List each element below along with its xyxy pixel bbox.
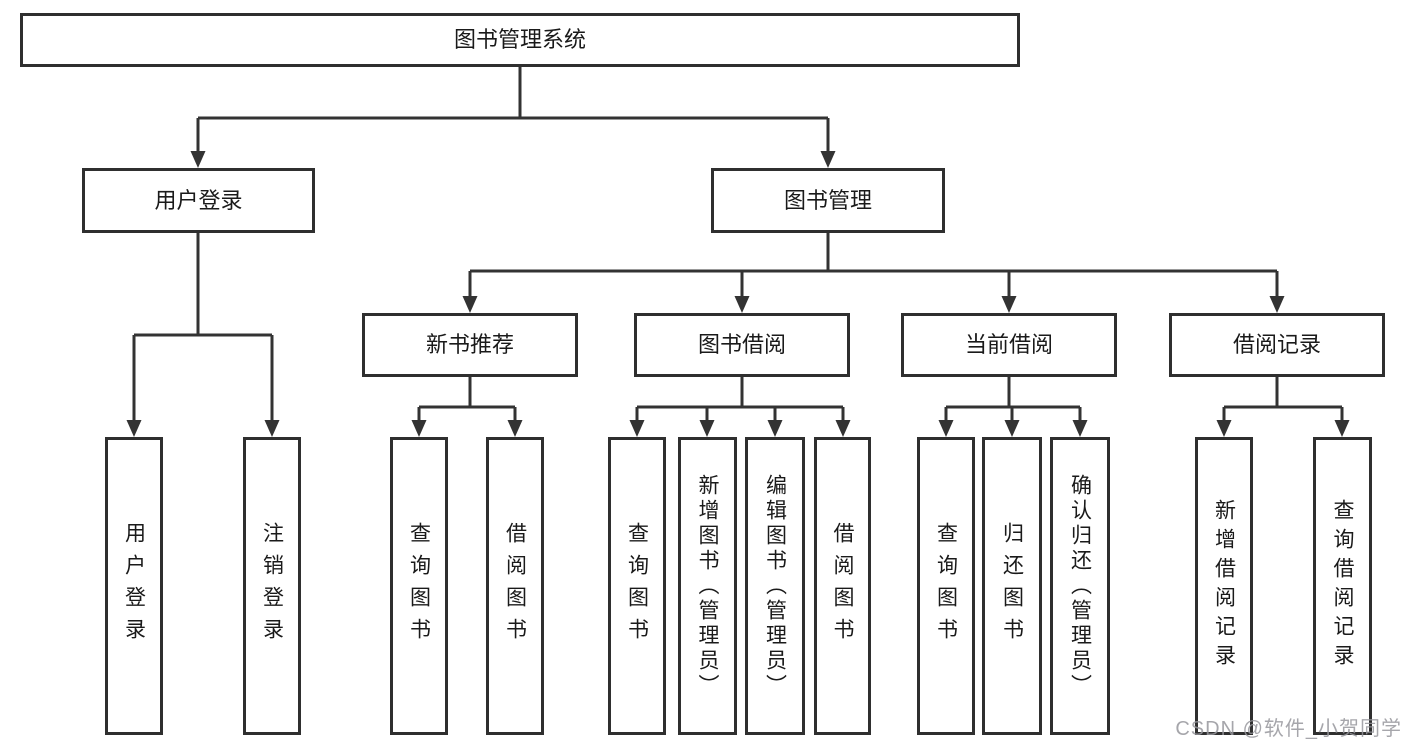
leaf-logout: 注销登录 [243,437,301,735]
leaf-borrow-books-recommend: 借阅图书 [486,437,544,735]
node-borrow-records: 借阅记录 [1169,313,1385,377]
node-new-book-recommend: 新书推荐 [362,313,578,377]
leaf-confirm-return-admin: 确认归还（管理员） [1050,437,1110,735]
leaf-query-books-recommend: 查询图书 [390,437,448,735]
node-book-borrow: 图书借阅 [634,313,850,377]
leaf-return-books: 归还图书 [982,437,1042,735]
csdn-watermark: CSDN @软件_小贺同学 [1175,718,1402,740]
arrowheads [126,151,1350,437]
leaf-add-borrow-record: 新增借阅记录 [1195,437,1253,735]
leaf-query-books-borrow: 查询图书 [608,437,666,735]
leaf-query-borrow-record: 查询借阅记录 [1313,437,1372,735]
leaf-add-books-admin: 新增图书（管理员） [678,437,737,735]
node-user-login: 用户登录 [82,168,315,233]
node-current-borrow: 当前借阅 [901,313,1117,377]
node-book-management: 图书管理 [711,168,945,233]
leaf-borrow-books: 借阅图书 [814,437,871,735]
leaf-edit-books-admin: 编辑图书（管理员） [745,437,805,735]
node-library-system: 图书管理系统 [20,13,1020,67]
leaf-query-books-current: 查询图书 [917,437,975,735]
leaf-user-login: 用户登录 [105,437,163,735]
